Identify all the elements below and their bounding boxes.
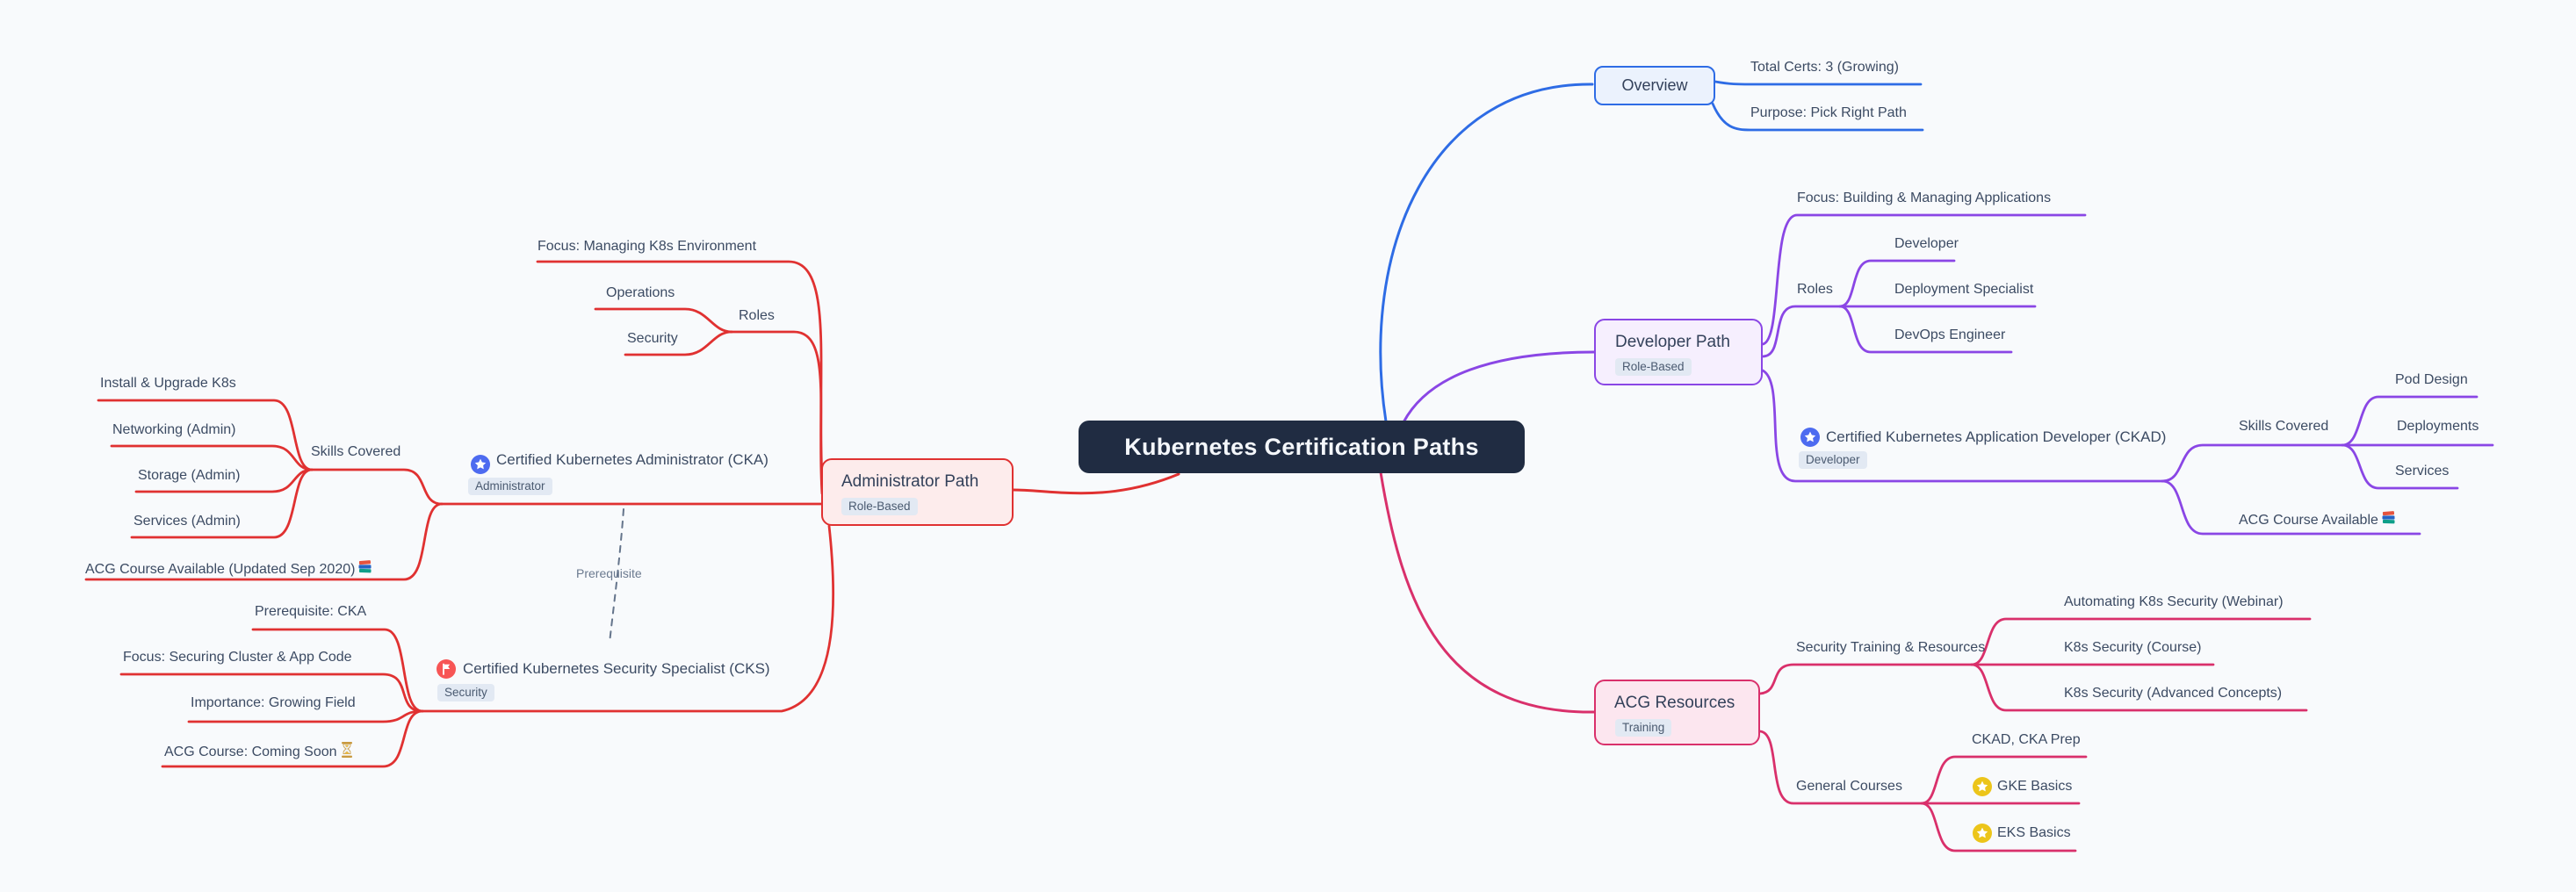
node-webinar[interactable]: Automating K8s Security (Webinar) (2064, 594, 2284, 609)
node-ckad-cka-prep[interactable]: CKAD, CKA Prep (1972, 732, 2081, 747)
link-dev-roles (1761, 305, 1842, 358)
hourglass-icon (339, 741, 355, 763)
node-gke-basics[interactable]: GKE Basics (1997, 779, 2073, 794)
node-security-role[interactable]: Security (627, 331, 678, 346)
node-cka[interactable]: Certified Kubernetes Administrator (CKA) (496, 451, 768, 468)
node-services-dev[interactable]: Services (2395, 464, 2450, 478)
node-acg-resources[interactable] (1594, 680, 1760, 745)
node-ckad[interactable]: Certified Kubernetes Application Develop… (1826, 428, 2167, 445)
node-focus-securing[interactable]: Focus: Securing Cluster & App Code (123, 650, 352, 665)
link-dev-ckad (1761, 369, 2164, 483)
administrator-path-tag: Role-Based (841, 498, 918, 515)
node-deployment-specialist[interactable]: Deployment Specialist (1894, 282, 2034, 297)
link-cka-acg (84, 502, 444, 581)
node-storage-admin[interactable]: Storage (Admin) (138, 468, 241, 483)
node-acg-cks[interactable]: ACG Course: Coming Soon (164, 741, 355, 763)
node-prerequisite-cka[interactable]: Prerequisite: CKA (255, 604, 367, 619)
link-admin-roles (730, 330, 824, 495)
node-focus-managing[interactable]: Focus: Managing K8s Environment (538, 239, 757, 254)
node-acg-ckad[interactable]: ACG Course Available (2239, 509, 2398, 531)
node-deployments[interactable]: Deployments (2397, 419, 2479, 434)
node-security-training[interactable]: Security Training & Resources (1796, 640, 1986, 655)
node-devops-engineer[interactable]: DevOps Engineer (1894, 327, 2006, 342)
ckad-star-badge-icon (1800, 428, 1820, 447)
node-administrator-path[interactable] (821, 458, 1014, 526)
node-purpose[interactable]: Purpose: Pick Right Path (1750, 105, 1907, 120)
developer-path-tag: Role-Based (1615, 358, 1692, 376)
cks-flag-badge-icon (437, 659, 456, 679)
root-title: Kubernetes Certification Paths (1124, 433, 1479, 460)
node-acg-cka[interactable]: ACG Course Available (Updated Sep 2020) (85, 558, 374, 580)
link-acg-general (1758, 730, 1923, 805)
link-sec-advanced (1970, 663, 2308, 712)
acg-resources-title: ACG Resources (1614, 694, 1735, 712)
link-sec-webinar (1970, 617, 2312, 666)
node-pod-design[interactable]: Pod Design (2395, 372, 2468, 387)
link-cks-focus (119, 673, 424, 713)
link-overview-total-certs (1714, 80, 1923, 86)
node-k8s-security-course[interactable]: K8s Security (Course) (2064, 640, 2202, 655)
link-cks-prereq (251, 628, 424, 713)
link-root-developer (1402, 350, 1596, 424)
node-operations[interactable]: Operations (606, 285, 675, 300)
link-root-overview (1379, 83, 1594, 423)
link-roles-developer (1838, 259, 1956, 308)
ckad-tag: Developer (1799, 451, 1867, 469)
overview-title: Overview (1621, 76, 1688, 94)
link-cks-acg (161, 709, 424, 768)
link-skills-services (2341, 443, 2459, 490)
node-developer-role[interactable]: Developer (1894, 236, 1959, 251)
link-admin-focus (536, 260, 824, 481)
node-overview[interactable] (1594, 66, 1715, 105)
node-root[interactable]: Kubernetes Certification Paths (1079, 421, 1525, 473)
link-roles-operations (594, 307, 733, 334)
books-icon (357, 558, 374, 580)
link-skills-install (97, 399, 314, 471)
developer-path-title: Developer Path (1615, 333, 1730, 351)
node-skills-ckad[interactable]: Skills Covered (2239, 419, 2329, 434)
node-install-upgrade[interactable]: Install & Upgrade K8s (100, 376, 236, 391)
link-root-acg (1379, 471, 1596, 714)
link-skills-pod-design (2341, 395, 2479, 447)
node-services-admin[interactable]: Services (Admin) (133, 514, 241, 529)
link-roles-devops (1838, 305, 2013, 354)
node-roles-admin[interactable]: Roles (739, 308, 775, 323)
eks-star-badge-icon (1973, 824, 1992, 843)
node-roles-dev[interactable]: Roles (1797, 282, 1833, 297)
cka-star-badge-icon (471, 455, 490, 474)
link-general-eks (1920, 802, 2077, 852)
link-ckad-skills (2161, 443, 2344, 483)
cks-tag: Security (437, 684, 494, 701)
node-eks-basics[interactable]: EKS Basics (1997, 825, 2071, 840)
node-general-courses[interactable]: General Courses (1796, 779, 1902, 794)
link-acg-security-training (1758, 663, 1973, 695)
link-cka-skills (310, 468, 444, 506)
link-skills-services-admin (130, 468, 314, 539)
node-networking-admin[interactable]: Networking (Admin) (112, 422, 236, 437)
node-cks[interactable]: Certified Kubernetes Security Specialist… (463, 660, 770, 677)
administrator-path-title: Administrator Path (841, 472, 979, 491)
link-ckad-acg (2161, 479, 2421, 536)
node-total-certs[interactable]: Total Certs: 3 (Growing) (1750, 60, 1899, 75)
link-cks-importance (187, 709, 424, 723)
node-k8s-security-advanced[interactable]: K8s Security (Advanced Concepts) (2064, 686, 2283, 701)
cka-tag: Administrator (468, 478, 552, 495)
link-skills-networking (110, 444, 314, 471)
node-skills-cka[interactable]: Skills Covered (311, 444, 401, 459)
prerequisite-arrow (609, 508, 624, 644)
link-roles-security (624, 330, 733, 356)
link-overview-purpose (1711, 102, 1924, 132)
link-general-prep (1920, 755, 2088, 805)
acg-resources-tag: Training (1615, 719, 1672, 737)
node-developer-path[interactable] (1594, 319, 1763, 385)
prerequisite-edge-label: Prerequisite (576, 566, 642, 580)
link-root-administrator (1012, 472, 1180, 495)
node-focus-building[interactable]: Focus: Building & Managing Applications (1797, 191, 2052, 205)
link-admin-cks (421, 524, 834, 713)
node-importance[interactable]: Importance: Growing Field (191, 695, 356, 710)
books-icon (2380, 509, 2398, 531)
gke-star-badge-icon (1973, 777, 1992, 796)
link-dev-focus (1761, 213, 2087, 346)
